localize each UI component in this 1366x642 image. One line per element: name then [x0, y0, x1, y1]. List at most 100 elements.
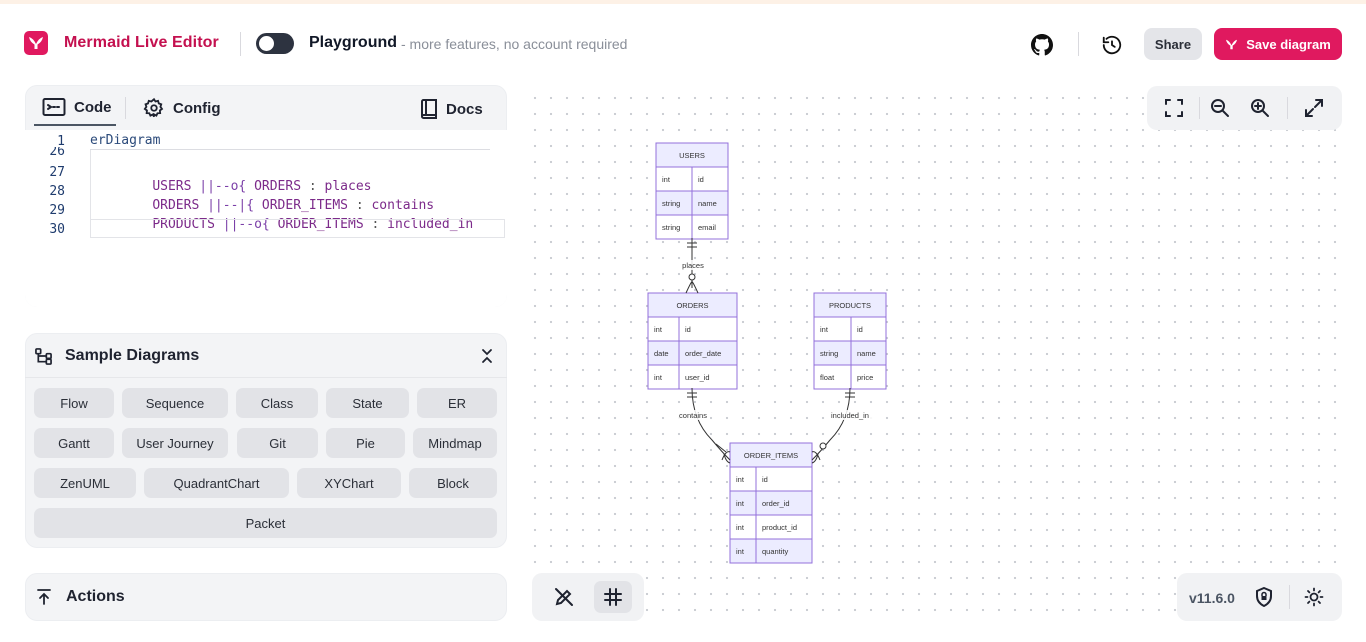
code-icon: [42, 98, 66, 116]
entity-name: USERS: [679, 151, 705, 160]
sample-state-button[interactable]: State: [326, 388, 409, 418]
tab-docs[interactable]: Docs: [420, 99, 483, 119]
mermaid-small-icon: [1226, 39, 1238, 49]
line-number: 27: [49, 165, 65, 180]
sample-er-button[interactable]: ER: [417, 388, 497, 418]
expand-icon[interactable]: [1302, 96, 1326, 120]
code-line: ORDERS ||--|{ ORDER_ITEMS : contains: [152, 198, 435, 213]
sample-quadrantchart-button[interactable]: QuadrantChart: [144, 468, 289, 498]
zero-marker: [688, 273, 696, 281]
sun-icon[interactable]: [1302, 585, 1326, 609]
grid-icon[interactable]: [601, 585, 625, 609]
line-number: 30: [49, 222, 65, 237]
toggle-knob: [259, 36, 274, 51]
sticky-scroll-divider: [90, 149, 490, 150]
sample-mindmap-button[interactable]: Mindmap: [413, 428, 497, 458]
sample-zenuml-button[interactable]: ZenUML: [34, 468, 136, 498]
tab-code[interactable]: Code: [42, 97, 112, 117]
attribute-row: [647, 316, 738, 342]
sample-class-button[interactable]: Class: [236, 388, 318, 418]
attribute-type: float: [820, 373, 835, 382]
tab-code-label: Code: [74, 98, 112, 116]
header-divider: [240, 32, 241, 56]
sample-sequence-button[interactable]: Sequence: [122, 388, 228, 418]
active-tab-indicator: [34, 124, 116, 126]
attribute-type: int: [736, 547, 745, 556]
attribute-name: name: [857, 349, 876, 358]
attribute-name: order_date: [685, 349, 721, 358]
tab-config[interactable]: Config: [143, 97, 220, 119]
tab-config-label: Config: [173, 99, 221, 117]
attribute-row: [729, 514, 813, 540]
shield-lock-icon[interactable]: [1252, 585, 1276, 609]
attribute-type: int: [820, 325, 829, 334]
tab-docs-label: Docs: [446, 100, 483, 118]
book-icon: [421, 99, 437, 119]
sample-xychart-button[interactable]: XYChart: [297, 468, 401, 498]
diagram-icon: [35, 348, 52, 365]
sample-packet-button[interactable]: Packet: [34, 508, 497, 538]
entity-name: ORDER_ITEMS: [744, 451, 798, 460]
current-line-highlight: [90, 219, 505, 238]
mermaid-logo-icon[interactable]: [24, 31, 48, 55]
attribute-type: date: [654, 349, 669, 358]
playground-title: Playground: [309, 34, 398, 51]
one-marker: [687, 392, 697, 398]
sample-pie-button[interactable]: Pie: [326, 428, 405, 458]
attribute-name: price: [857, 373, 873, 382]
version-label: v11.6.0: [1189, 590, 1235, 606]
crow-foot: [685, 281, 699, 294]
sample-diagrams-header[interactable]: Sample Diagrams: [25, 333, 507, 377]
attribute-name: user_id: [685, 373, 710, 382]
sample-flow-button[interactable]: Flow: [34, 388, 114, 418]
attribute-name: email: [698, 223, 716, 232]
zoom-out-icon[interactable]: [1208, 96, 1232, 120]
save-diagram-button[interactable]: Save diagram: [1214, 28, 1342, 60]
upload-icon: [37, 589, 51, 605]
indent-guide: [90, 150, 91, 236]
line-number: 29: [49, 203, 65, 218]
share-button[interactable]: Share: [1144, 28, 1202, 60]
attribute-name: product_id: [762, 523, 797, 532]
actions-panel[interactable]: Actions: [25, 573, 507, 621]
code-editor[interactable]: 1 26 27 28 29 30 erDiagram USERS ||--o{ …: [25, 130, 507, 307]
relation-line-included-in: [811, 387, 851, 461]
sample-block-button[interactable]: Block: [409, 468, 497, 498]
crow-foot: [811, 451, 821, 464]
sample-gantt-button[interactable]: Gantt: [34, 428, 114, 458]
playground-subtitle: - more features, no account required: [401, 36, 628, 52]
attribute-row: [813, 364, 887, 390]
app-title[interactable]: Mermaid Live Editor: [64, 34, 219, 51]
save-diagram-label: Save diagram: [1246, 36, 1331, 52]
relation-label-contains: contains: [679, 411, 707, 420]
relation-line-contains: [691, 387, 731, 461]
attribute-row: [813, 340, 887, 366]
relation-label-included-in: included_in: [831, 411, 869, 420]
attribute-name: id: [698, 175, 704, 184]
attribute-type: string: [820, 349, 838, 358]
zoom-toolbar: [1147, 86, 1342, 130]
github-icon[interactable]: [1030, 33, 1054, 57]
sample-user-journey-button[interactable]: User Journey: [122, 428, 228, 458]
toolbar-divider: [1287, 97, 1288, 119]
collapse-chevrons-icon[interactable]: [481, 348, 493, 364]
pencil-off-icon[interactable]: [552, 585, 576, 609]
zoom-in-icon[interactable]: [1248, 96, 1272, 120]
attribute-name: id: [685, 325, 691, 334]
top-accent-line: [0, 0, 1366, 4]
fit-screen-icon[interactable]: [1162, 96, 1186, 120]
sample-git-button[interactable]: Git: [237, 428, 318, 458]
entity-name: PRODUCTS: [829, 301, 871, 310]
code-line-keyword: erDiagram: [90, 133, 161, 148]
samples-divider: [25, 377, 507, 378]
code-line: USERS ||--o{ ORDERS : places: [152, 179, 372, 194]
history-icon[interactable]: [1100, 33, 1124, 57]
playground-toggle[interactable]: [256, 33, 294, 54]
toolbar-divider: [1289, 585, 1290, 609]
attribute-type: int: [736, 475, 745, 484]
